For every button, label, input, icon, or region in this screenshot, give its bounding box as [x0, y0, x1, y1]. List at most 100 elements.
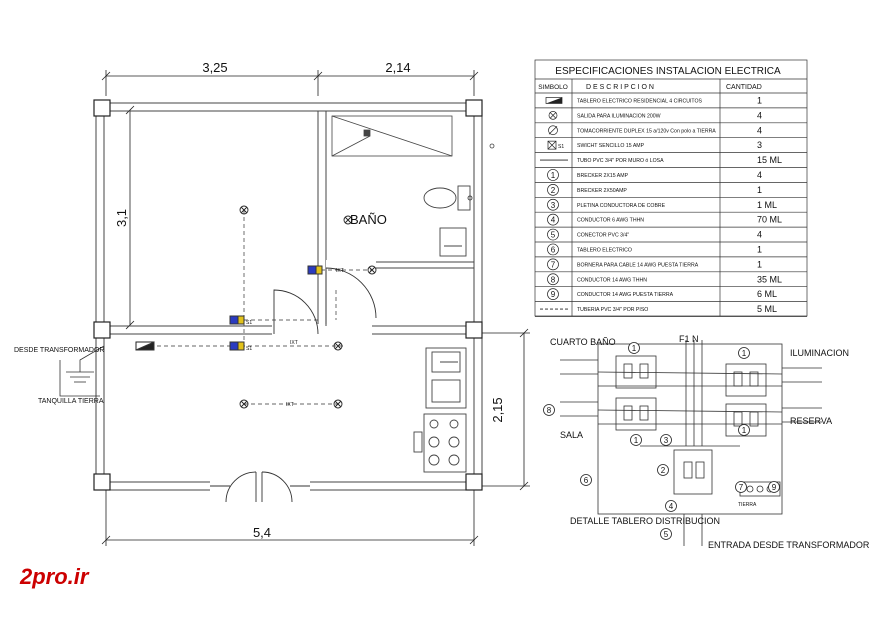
spec-header-quantity: CANTIDAD [726, 84, 762, 91]
svg-text:8: 8 [551, 275, 556, 284]
door-gaps [210, 260, 376, 494]
balloon-number: 4 [669, 502, 674, 511]
spec-description: BRECKER 2X15 AMP [577, 173, 629, 179]
dim-right: 2,15 [490, 397, 505, 422]
light-outlet-icon [333, 399, 343, 409]
dimension-lines [101, 70, 530, 546]
spec-quantity: 1 [757, 259, 762, 269]
spec-description: CONECTOR PVC 3/4" [577, 233, 629, 239]
svg-text:S1: S1 [558, 144, 564, 150]
svg-text:2: 2 [551, 186, 556, 195]
balloon-number: 1 [634, 436, 639, 445]
spec-description: BORNERA PARA CABLE 14 AWG PUESTA TIERRA [577, 262, 699, 268]
svg-text:6: 6 [551, 245, 556, 254]
balloon-marker [628, 342, 640, 354]
balloon-number: 1 [742, 349, 747, 358]
doors [210, 267, 377, 503]
switches [229, 265, 323, 351]
balloon-number: 8 [547, 406, 552, 415]
bath-sink [439, 227, 467, 257]
s1-label: S1 [246, 320, 252, 326]
detail-sala: SALA [560, 430, 583, 440]
spec-description: TABLERO ELECTRICO RESIDENCIAL 4 CIRCUITO… [577, 98, 703, 104]
spec-table-title: ESPECIFICACIONES INSTALACION ELECTRICA [555, 66, 781, 77]
switch-icon [307, 265, 323, 275]
light-outlets [239, 205, 377, 409]
spec-quantity: 4 [757, 125, 762, 135]
spec-description: TUBERIA PVC 3/4" POR PISO [577, 307, 648, 313]
circled-number-icon: 9 [547, 288, 559, 300]
spec-description: CONDUCTOR 14 AWG PUESTA TIERRA [577, 292, 674, 298]
breaker [725, 363, 767, 397]
light-outlet-icon [343, 215, 353, 225]
floor-plan [59, 70, 530, 546]
svg-text:9: 9 [551, 290, 556, 299]
balloon-number: 2 [661, 466, 666, 475]
spec-quantity: 70 ML [757, 215, 782, 225]
outlet-icon [548, 125, 558, 136]
spec-quantity: 4 [757, 230, 762, 240]
spec-quantity: 1 [757, 244, 762, 254]
spec-description: TABLERO ELECTRICO [577, 247, 632, 253]
light-outlet-icon [239, 399, 249, 409]
brand-logo: 2pro.ir [19, 564, 90, 589]
balloon-marker [735, 481, 747, 493]
spec-description: SALIDA PARA ILUMINACION 200W [577, 113, 661, 119]
balloon-marker [543, 404, 555, 416]
detail-entrada: ENTRADA DESDE TRANSFORMADOR [708, 540, 870, 550]
detail-reserva: RESERVA [790, 416, 832, 426]
ixt-label: IXT [336, 268, 344, 274]
detail-caption: DETALLE TABLERO DISTRIBUCION [570, 516, 720, 526]
balloon-marker [738, 424, 750, 436]
detail-tierra: TIERRA [738, 502, 757, 508]
spec-table-text: ESPECIFICACIONES INSTALACION ELECTRICA S… [538, 66, 782, 314]
circled-number-icon: 1 [547, 169, 559, 181]
shower [331, 115, 495, 157]
spec-quantity: 5 ML [757, 304, 777, 314]
breaker [615, 355, 657, 389]
dim-top-left: 3,25 [202, 60, 227, 75]
circled-number-icon: 4 [547, 213, 559, 226]
light-outlet-icon [548, 110, 558, 120]
spec-description: CONDUCTOR 6 AWG THHN [577, 218, 644, 224]
spec-header-symbol: SIMBOLO [538, 84, 568, 91]
spec-description: PLETINA CONDUCTORA DE COBRE [577, 203, 666, 209]
spec-quantity: 1 [757, 185, 762, 195]
light-outlet-icon [333, 341, 343, 351]
kitchen-sink [425, 347, 467, 409]
spec-quantity: 1 [757, 95, 762, 105]
light-outlet-icon [367, 265, 377, 275]
s1-label: S1 [246, 346, 252, 352]
detail-labels: CUARTO BAÑO SALA ILUMINACION RESERVA F1 … [550, 334, 870, 550]
switch-icon [229, 315, 245, 325]
spec-quantity: 6 ML [757, 289, 777, 299]
detail-cuarto-bano: CUARTO BAÑO [550, 337, 616, 347]
spec-quantity: 4 [757, 170, 762, 180]
svg-text:4: 4 [551, 216, 556, 225]
spec-description: CONDUCTOR 14 AWG THHN [577, 277, 647, 283]
circled-number-icon: 3 [547, 198, 559, 211]
svg-text:5: 5 [551, 231, 556, 240]
balloon-marker [630, 434, 642, 446]
balloon-number: 1 [742, 426, 747, 435]
spec-table [534, 59, 808, 317]
balloon-number: 5 [664, 530, 669, 539]
spec-description: BRECKER 2X50AMP [577, 188, 627, 194]
spec-quantity: 15 ML [757, 155, 782, 165]
distribution-detail [560, 340, 822, 546]
circled-number-icon: 7 [547, 258, 559, 271]
spec-description: SWICHT SENCILLO 15 AMP [577, 143, 645, 149]
toilet [423, 185, 473, 211]
spec-quantity: 1 ML [757, 200, 777, 210]
tank-label: TANQUILLA TIERRA [38, 398, 104, 405]
detail-f1n: F1 N [679, 334, 699, 344]
spec-quantity: 3 [757, 140, 762, 150]
balloon-marker [657, 464, 669, 476]
room-label-bano: BAÑO [350, 212, 387, 227]
breaker [725, 403, 767, 437]
switch-icon [229, 341, 245, 351]
ground-tank [59, 345, 105, 397]
dim-top-right: 2,14 [385, 60, 410, 75]
